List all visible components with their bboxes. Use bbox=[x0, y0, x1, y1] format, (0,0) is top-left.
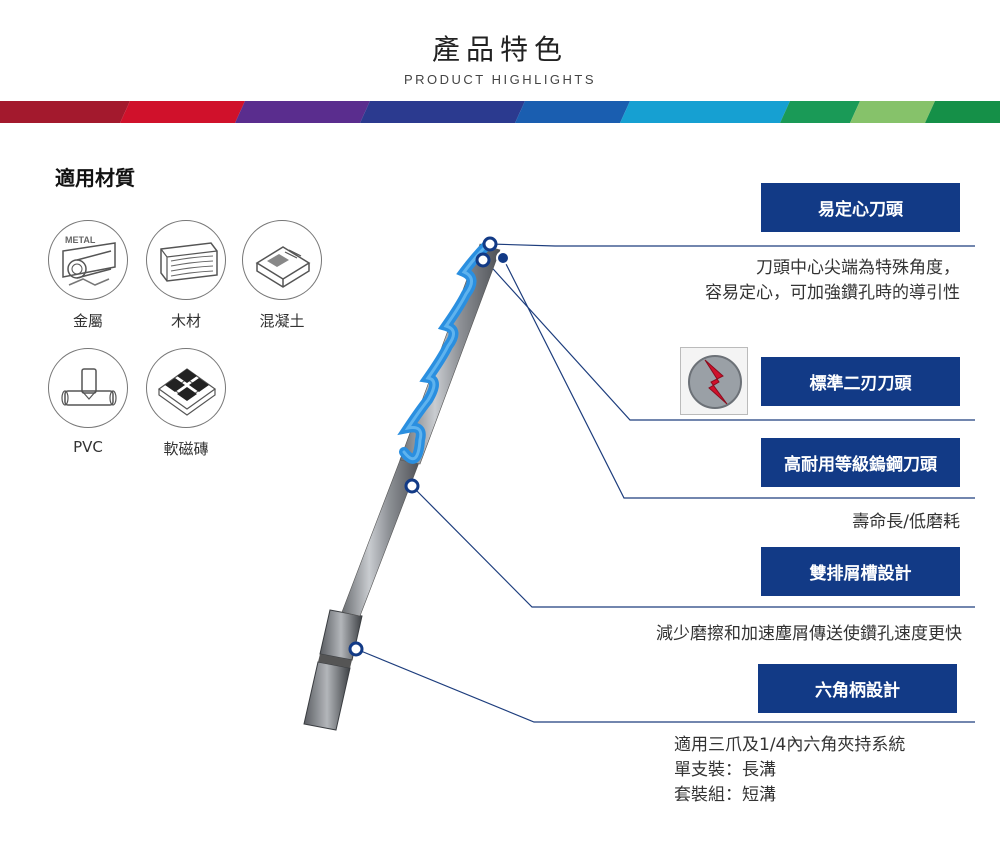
feature-box-two-cutting-edges: 標準二刃刀頭 bbox=[761, 357, 960, 406]
feature-desc-carbide-tip: 壽命長/低磨耗 bbox=[852, 512, 960, 532]
concrete-icon bbox=[242, 220, 322, 300]
desc-line: 刀頭中心尖端為特殊角度， bbox=[756, 258, 960, 278]
feature-box-center-point: 易定心刀頭 bbox=[761, 183, 960, 232]
feature-box-carbide-tip: 高耐用等級鎢鋼刀頭 bbox=[761, 438, 960, 487]
page-title: 產品特色 bbox=[431, 33, 568, 66]
material-label-wood: 木材 bbox=[170, 312, 201, 330]
pvc-pipe-icon bbox=[48, 348, 128, 428]
desc-line: 容易定心，可加強鑽孔時的導引性 bbox=[705, 283, 960, 303]
material-label-concrete: 混凝土 bbox=[259, 312, 305, 330]
materials-title: 適用材質 bbox=[55, 166, 135, 190]
color-band bbox=[0, 101, 1000, 123]
material-label-pvc: PVC bbox=[73, 438, 103, 456]
feature-desc-center-point: 刀頭中心尖端為特殊角度， 容易定心，可加強鑽孔時的導引性 bbox=[560, 256, 960, 306]
wood-icon bbox=[146, 220, 226, 300]
metal-icon-text: METAL bbox=[65, 235, 96, 245]
drill-tip-inset-icon bbox=[680, 347, 748, 415]
feature-box-hex-shank: 六角柄設計 bbox=[758, 664, 957, 713]
page-subtitle: PRODUCT HIGHLIGHTS bbox=[403, 72, 597, 87]
feature-desc-double-flute: 減少磨擦和加速塵屑傳送使鑽孔速度更快 bbox=[656, 624, 962, 644]
feature-box-double-flute: 雙排屑槽設計 bbox=[761, 547, 960, 596]
desc-line: 適用三爪及1/4內六角夾持系統 bbox=[674, 735, 906, 755]
material-label-metal: 金屬 bbox=[72, 312, 103, 330]
material-label-tile: 軟磁磚 bbox=[163, 440, 209, 458]
desc-line: 套裝組：短溝 bbox=[674, 785, 776, 805]
feature-desc-hex-shank: 適用三爪及1/4內六角夾持系統 單支裝：長溝 套裝組：短溝 bbox=[674, 733, 974, 808]
desc-line: 單支裝：長溝 bbox=[674, 760, 776, 780]
metal-pipe-icon: METAL bbox=[48, 220, 128, 300]
tile-icon bbox=[146, 348, 226, 428]
